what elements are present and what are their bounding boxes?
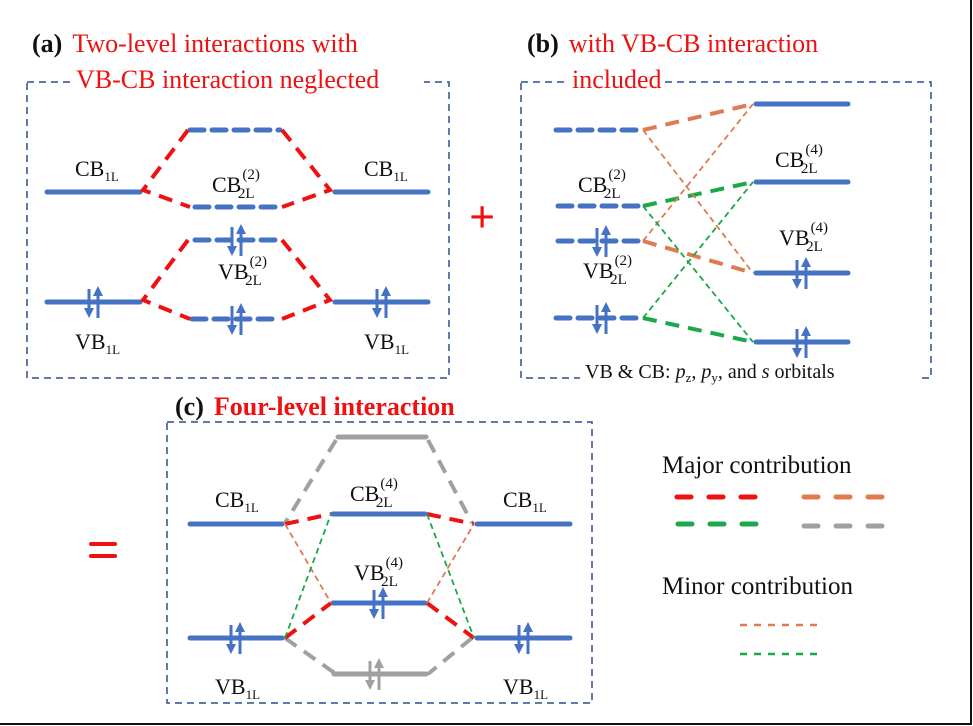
- panel-a-title-mask: [72, 68, 424, 92]
- panel-c-title-text: Four-level interaction: [214, 392, 455, 421]
- legend-minor-title: Minor contribution: [662, 573, 853, 600]
- panel-b-note-mask: [580, 362, 920, 384]
- panel-b: (b) with VB-CB interaction included: [520, 29, 932, 385]
- panel-c: (c) Four-level interaction: [166, 392, 593, 704]
- panel-b-title: (b) with VB-CB interaction: [527, 29, 818, 58]
- panel-b-title-mask: [566, 68, 664, 92]
- panel-a-title: (a) Two-level interactions with: [32, 29, 358, 58]
- label-cb2l-center: CB(2)2L: [212, 167, 260, 202]
- panel-c-minor-connectors: [284, 513, 475, 639]
- panel-a: (a) Two-level interactions with VB-CB in…: [26, 29, 450, 379]
- panel-b-title-line1: with VB-CB interaction: [569, 29, 818, 58]
- label-cb2l-2: CB(2)2L: [578, 167, 626, 202]
- label-vb1l-left: VB1L: [75, 329, 120, 357]
- panel-a-title-line1: Two-level interactions with: [72, 29, 358, 58]
- panel-b-orbital-note: VB & CB: pz, py, and s orbitals: [585, 361, 835, 385]
- label-vb2l-4-c: VB(4)2L: [354, 555, 403, 590]
- label-vb2l-4: VB(4)2L: [779, 220, 828, 255]
- label-cb2l-4: CB(4)2L: [775, 142, 823, 177]
- label-vb1l-right-c: VB1L: [503, 674, 548, 702]
- legend-major-title: Major contribution: [662, 452, 852, 479]
- legend: Major contribution Minor contribution: [662, 452, 885, 656]
- label-cb1l-left: CB1L: [75, 156, 119, 184]
- panel-b-major-connectors: [642, 102, 754, 344]
- panel-a-title-line2: VB-CB interaction neglected: [76, 65, 379, 94]
- panel-a-tag: (a): [32, 29, 62, 58]
- panel-c-tag: (c): [175, 392, 204, 421]
- label-cb1l-left-c: CB1L: [215, 487, 259, 515]
- label-cb1l-right-c: CB1L: [503, 487, 547, 515]
- panel-b-minor-connectors: [642, 103, 754, 343]
- panel-b-tag: (b): [527, 29, 559, 58]
- label-vb1l-right: VB1L: [364, 329, 409, 357]
- panel-b-frame: [520, 81, 932, 379]
- label-cb2l-4-c: CB(4)2L: [350, 476, 398, 511]
- label-vb1l-left-c: VB1L: [215, 674, 260, 702]
- panel-c-gray-connectors: [283, 434, 474, 677]
- label-cb1l-right: CB1L: [364, 156, 408, 184]
- panel-c-frame: [166, 421, 593, 704]
- panel-b-title-line2: included: [572, 65, 662, 94]
- panel-c-red-connectors: [283, 512, 476, 640]
- plus-operator: +: [469, 191, 495, 242]
- panel-a-red-connectors: [139, 128, 334, 321]
- label-vb2l-2: VB(2)2L: [583, 253, 632, 288]
- panel-c-title: (c) Four-level interaction: [175, 392, 455, 421]
- label-vb2l-center: VB(2)2L: [218, 254, 267, 289]
- equals-operator: [89, 542, 117, 558]
